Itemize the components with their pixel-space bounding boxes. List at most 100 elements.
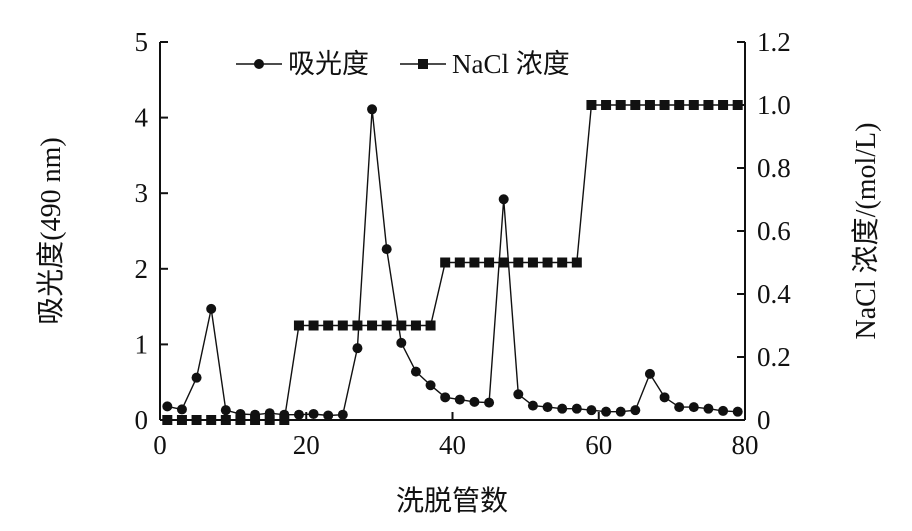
data-point-nacl	[732, 100, 743, 110]
data-point-nacl	[337, 320, 348, 331]
series-layer	[162, 100, 743, 425]
data-point-nacl	[293, 320, 304, 331]
data-point-absorbance	[601, 406, 612, 417]
data-point-absorbance	[630, 405, 641, 416]
data-point-absorbance	[718, 405, 729, 416]
x-tick-label: 80	[732, 430, 759, 460]
data-point-nacl	[703, 100, 714, 110]
y-right-tick-label: 1.0	[757, 90, 791, 120]
data-point-nacl	[454, 257, 465, 268]
data-point-absorbance	[352, 343, 363, 354]
data-point-nacl	[498, 257, 509, 268]
y-left-tick-label: 3	[135, 178, 149, 208]
data-point-nacl	[323, 320, 334, 331]
series-line-nacl	[167, 104, 738, 421]
data-point-nacl	[571, 257, 582, 268]
data-point-absorbance	[220, 405, 231, 416]
data-point-absorbance	[293, 409, 304, 420]
y-right-tick-label: 1.2	[757, 27, 791, 57]
data-point-nacl	[659, 100, 670, 110]
y-right-tick-label: 0.6	[757, 216, 791, 246]
data-point-nacl	[469, 257, 480, 268]
data-point-absorbance	[191, 372, 202, 383]
data-point-nacl	[250, 415, 261, 425]
y-right-axis-title: NaCl 浓度/(mol/L)	[850, 123, 882, 340]
data-point-absorbance	[703, 403, 714, 414]
data-point-nacl	[688, 100, 699, 110]
data-point-absorbance	[396, 337, 407, 348]
data-point-absorbance	[308, 408, 319, 419]
data-point-nacl	[542, 257, 553, 268]
data-point-absorbance	[206, 303, 217, 314]
data-point-absorbance	[527, 400, 538, 411]
data-point-absorbance	[440, 392, 451, 403]
data-point-nacl	[308, 320, 319, 331]
y-right-tick-label: 0	[757, 405, 771, 435]
y-right-tick-label: 0.2	[757, 342, 791, 372]
y-left-tick-label: 0	[135, 405, 149, 435]
data-point-absorbance	[410, 366, 421, 377]
data-point-absorbance	[659, 392, 670, 403]
data-point-absorbance	[176, 404, 187, 415]
y-left-tick-label: 4	[135, 103, 149, 133]
y-left-tick-label: 1	[135, 329, 149, 359]
data-point-nacl	[206, 415, 217, 425]
data-point-nacl	[615, 100, 626, 110]
data-point-nacl	[425, 320, 436, 331]
data-point-absorbance	[162, 401, 173, 412]
data-point-nacl	[513, 257, 524, 268]
data-point-absorbance	[674, 402, 685, 413]
data-point-nacl	[586, 100, 597, 110]
data-point-nacl	[162, 415, 173, 425]
data-point-nacl	[396, 320, 407, 331]
data-point-absorbance	[323, 410, 334, 421]
data-point-absorbance	[557, 403, 568, 414]
legend-label-nacl: NaCl 浓度	[452, 49, 570, 79]
data-point-absorbance	[484, 397, 495, 408]
data-point-absorbance	[469, 396, 480, 407]
data-point-absorbance	[644, 368, 655, 379]
data-point-nacl	[644, 100, 655, 110]
data-point-absorbance	[425, 380, 436, 391]
x-tick-label: 20	[293, 430, 320, 460]
data-point-absorbance	[615, 406, 626, 417]
y-right-tick-label: 0.4	[757, 279, 791, 309]
data-point-absorbance	[542, 402, 553, 413]
x-tick-label: 60	[585, 430, 612, 460]
data-point-nacl	[630, 100, 641, 110]
series-line-absorbance	[167, 109, 738, 417]
data-point-nacl	[381, 320, 392, 331]
legend-label-absorbance: 吸光度	[288, 49, 369, 79]
data-point-nacl	[674, 100, 685, 110]
data-point-absorbance	[381, 244, 392, 255]
data-point-nacl	[557, 257, 568, 268]
legend: 吸光度 NaCl 浓度	[236, 49, 570, 79]
y-left-tick-label: 2	[135, 254, 149, 284]
data-point-nacl	[367, 320, 378, 331]
data-point-nacl	[352, 320, 363, 331]
data-point-nacl	[264, 415, 275, 425]
x-axis-title: 洗脱管数	[396, 485, 508, 517]
data-point-nacl	[279, 415, 290, 425]
data-point-nacl	[410, 320, 421, 331]
data-point-nacl	[601, 100, 612, 110]
data-point-absorbance	[337, 409, 348, 420]
data-point-absorbance	[513, 389, 524, 400]
legend-marker-nacl	[418, 59, 428, 69]
data-point-absorbance	[367, 104, 378, 115]
data-point-absorbance	[586, 405, 597, 416]
x-tick-label: 0	[153, 430, 167, 460]
legend-marker-absorbance	[254, 59, 264, 69]
data-point-absorbance	[498, 194, 509, 205]
y-right-tick-label: 0.8	[757, 153, 791, 183]
data-point-nacl	[718, 100, 729, 110]
data-point-nacl	[191, 415, 202, 425]
data-point-nacl	[440, 257, 451, 268]
y-left-tick-label: 5	[135, 27, 149, 57]
data-point-absorbance	[688, 402, 699, 413]
y-left-axis-title: 吸光度(490 nm)	[35, 137, 67, 324]
data-point-absorbance	[454, 394, 465, 405]
data-point-nacl	[235, 415, 246, 425]
data-point-absorbance	[571, 403, 582, 414]
